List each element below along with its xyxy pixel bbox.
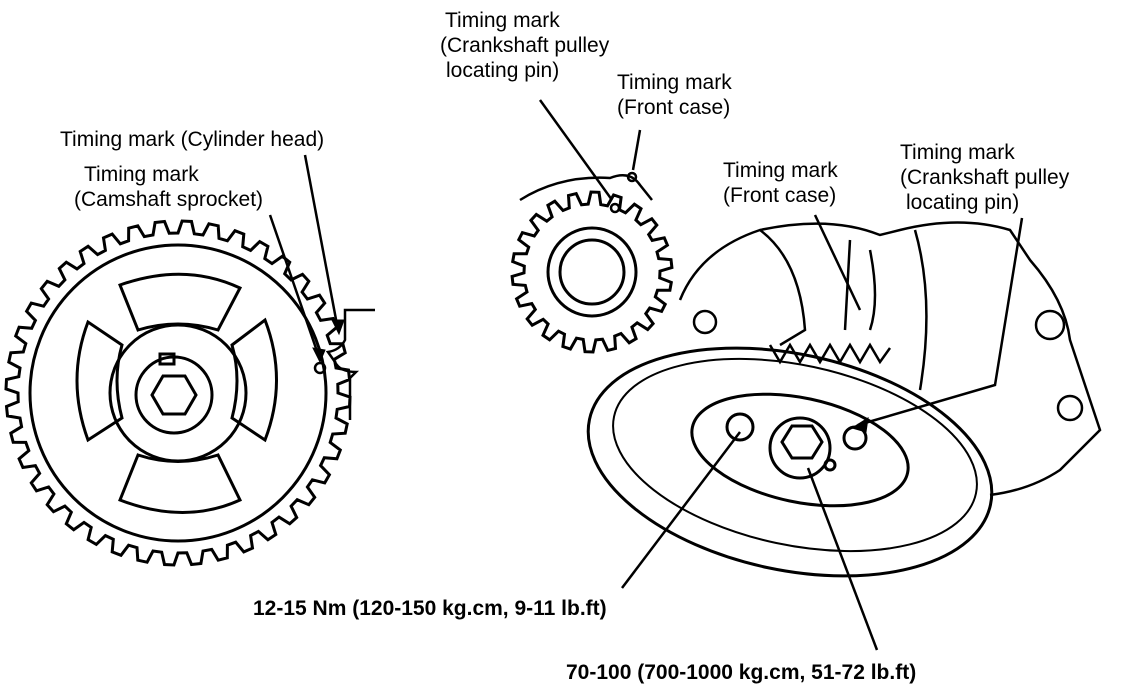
pulley-outer xyxy=(586,346,994,578)
pulley-hub xyxy=(690,392,910,508)
label-line: locating pin) xyxy=(906,191,1020,214)
leader-crank-pin-top xyxy=(538,99,614,201)
case-bolt-right-top xyxy=(1034,309,1066,341)
crankshaft-bolt-washer xyxy=(768,416,832,480)
leader-cyl-head xyxy=(303,154,340,331)
leader-torque-small xyxy=(621,431,741,589)
crankshaft-sprocket-bore xyxy=(558,238,626,306)
label-line: (Crankshaft pulley xyxy=(440,34,610,57)
label-timing-mark-front-case-mid: Timing mark (Front case) xyxy=(723,158,838,208)
label-line: (Crankshaft pulley xyxy=(900,166,1070,189)
label-line: Timing mark xyxy=(617,71,732,94)
cylinder-head-edge xyxy=(325,308,375,420)
label-timing-mark-crankshaft-pin-top: Timing mark (Crankshaft pulley locating … xyxy=(440,8,609,83)
label-timing-mark-cylinder-head: Timing mark (Cylinder head) xyxy=(60,128,325,151)
label-line: (Camshaft sprocket) xyxy=(74,188,264,211)
camshaft-sprocket xyxy=(4,219,375,567)
leader-cam-sprocket xyxy=(268,214,322,361)
arrowhead-cyl-head xyxy=(331,319,345,336)
label-torque-pulley-bolts: 12-15 Nm (120-150 kg.cm, 9-11 lb.ft) xyxy=(253,597,607,620)
leader-crank-pin-right xyxy=(857,217,1024,427)
front-case-dot xyxy=(626,171,638,183)
crankshaft-pin-dot xyxy=(609,202,621,214)
crankshaft-sprocket-hub xyxy=(546,226,638,318)
leader-lines xyxy=(268,99,1024,651)
label-torque-crankshaft-bolt: 70-100 (700-1000 kg.cm, 51-72 lb.ft) xyxy=(566,661,917,684)
camshaft-dowel xyxy=(158,352,176,366)
front-case-edge xyxy=(519,173,653,202)
label-line: Timing mark xyxy=(900,141,1015,164)
camshaft-bolt-hex xyxy=(150,374,198,416)
label-timing-mark-crankshaft-pin-right: Timing mark (Crankshaft pulley locating … xyxy=(900,140,1069,215)
label-timing-mark-camshaft-sprocket: Timing mark (Camshaft sprocket) xyxy=(74,162,263,212)
label-line: Timing mark xyxy=(723,159,838,182)
pulley-bolt-1 xyxy=(725,412,755,442)
leader-front-case-mid xyxy=(813,214,862,311)
sprocket-window-right xyxy=(230,317,278,443)
case-bolt-right xyxy=(1056,394,1084,422)
leader-front-case-top xyxy=(631,129,642,171)
arrowhead-cam-sprocket xyxy=(312,347,326,364)
label-timing-mark-front-case-top: Timing mark (Front case) xyxy=(617,70,732,120)
pulley-pin xyxy=(823,458,837,472)
camshaft-hub xyxy=(108,323,248,463)
label-line: Timing mark xyxy=(445,9,560,32)
crank-gear-teeth xyxy=(768,342,892,365)
crankshaft-sprocket-teeth xyxy=(510,190,674,354)
leader-torque-large xyxy=(806,467,879,651)
arrowhead-crank-pin xyxy=(850,417,869,433)
crankshaft-sprocket xyxy=(510,171,674,354)
camshaft-sprocket-teeth xyxy=(4,219,352,567)
sprocket-window-bottom xyxy=(118,453,243,514)
sprocket-window-top xyxy=(118,272,243,332)
front-case-outline xyxy=(678,221,1102,497)
case-bolt-left xyxy=(692,309,718,335)
label-line: Timing mark xyxy=(84,163,199,186)
belt-outline xyxy=(759,229,928,391)
label-line: (Front case) xyxy=(617,96,731,119)
crankshaft-bolt-hex xyxy=(780,424,824,460)
sprocket-window-left xyxy=(75,319,124,443)
pulley-groove xyxy=(612,357,978,553)
label-line: (Front case) xyxy=(723,184,837,207)
crankshaft-pulley xyxy=(586,346,994,578)
camshaft-sprocket-rim xyxy=(28,243,328,543)
label-line: locating pin) xyxy=(446,59,560,82)
camshaft-hub-inner xyxy=(134,355,214,435)
